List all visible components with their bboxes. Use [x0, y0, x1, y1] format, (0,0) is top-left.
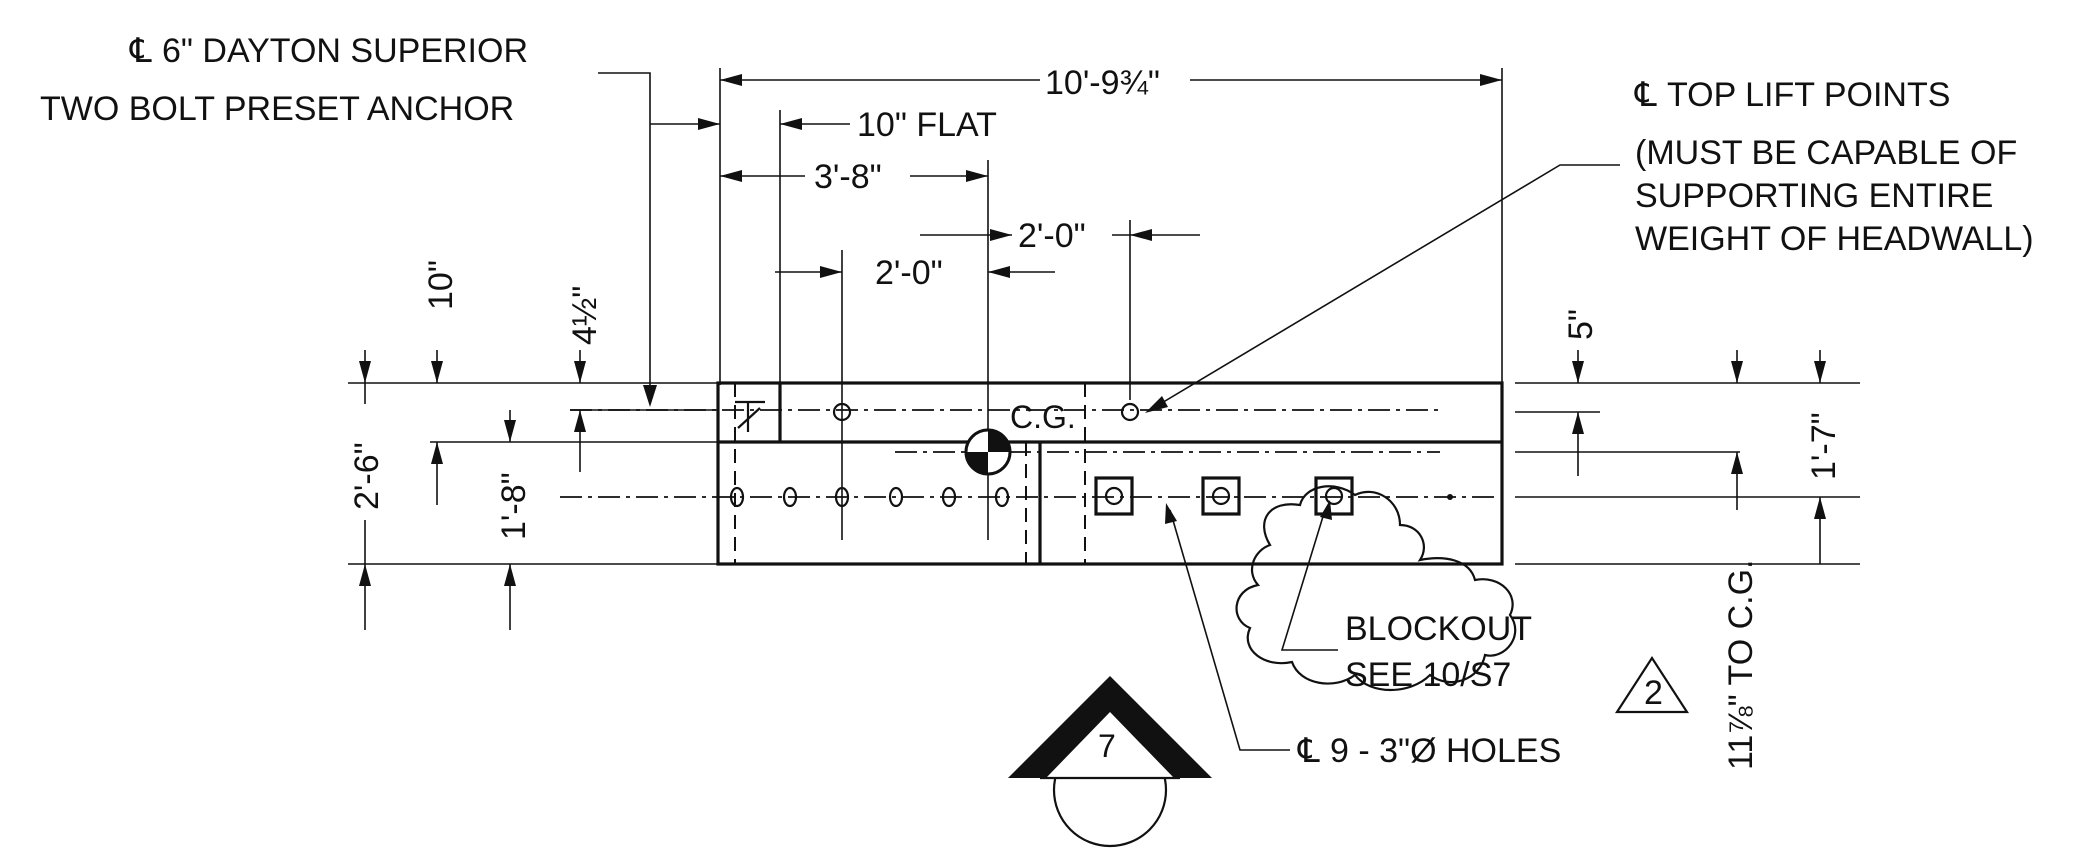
- anchor-note-line1: 6" DAYTON SUPERIOR: [162, 32, 528, 70]
- offset-5-label: 5": [1562, 309, 1600, 340]
- blockout-holes: [1094, 476, 1453, 516]
- preset-anchor-symbol: [735, 400, 765, 432]
- center-of-gravity-symbol: [964, 428, 1012, 476]
- lift-leader-arrow: [1145, 396, 1168, 413]
- cg-distance-dimension: 3'-8": [720, 158, 989, 540]
- centerline-symbol-lift: ℄: [1634, 76, 1657, 114]
- height-total-dimension: 2'-6": [348, 350, 386, 630]
- anchor-note-line2: TWO BOLT PRESET ANCHOR: [40, 90, 514, 128]
- hole-3: [834, 486, 850, 508]
- blockout-leader-line: [1280, 509, 1338, 651]
- depth-4half-label: 4½": [566, 286, 604, 345]
- height-1-8-dimension: 1'-8": [495, 410, 533, 630]
- height-1-8-label: 1'-8": [495, 472, 533, 540]
- blockout-note: BLOCKOUT SEE 10/S7: [1235, 485, 1532, 694]
- lift-points: C.G.: [832, 399, 1140, 435]
- lift-leader-line: [1149, 164, 1620, 411]
- hole-6: [994, 486, 1010, 508]
- depth-4half-dimension: 4½": [566, 286, 718, 472]
- hole-4: [888, 486, 904, 508]
- holes-leader-line: [1169, 509, 1290, 751]
- headwall-outline: [716, 381, 1504, 566]
- blockout-line2: SEE 10/S7: [1345, 656, 1511, 694]
- lift-points-note: ℄ TOP LIFT POINTS (MUST BE CAPABLE OF SU…: [1145, 76, 2034, 413]
- lift-note-title: TOP LIFT POINTS: [1667, 76, 1950, 114]
- centerline-symbol-holes: ℄: [1297, 732, 1320, 770]
- holes-leader-arrow: [1165, 503, 1177, 524]
- lift-note-line2: SUPPORTING ENTIRE: [1635, 177, 1993, 215]
- centerline-symbol: ℄: [129, 32, 152, 70]
- hole-row: [729, 486, 1010, 508]
- flat-label: 10" FLAT: [857, 106, 997, 144]
- lift-spacing-b-label: 2'-0": [1018, 217, 1086, 255]
- overall-length-dimension: 10'-9¾": [719, 64, 1503, 385]
- anchor-leader-arrow: [643, 385, 657, 407]
- overall-length-label: 10'-9¾": [1045, 64, 1160, 102]
- lift-point-2: [1120, 402, 1140, 422]
- lift-spacing-dimension-a: 2'-0": [775, 250, 1055, 540]
- anchor-note: ℄ 6" DAYTON SUPERIOR TWO BOLT PRESET ANC…: [40, 32, 657, 407]
- revision-number: 2: [1644, 674, 1663, 712]
- blockout-leader-arrow: [1320, 500, 1332, 520]
- lift-spacing-a-label: 2'-0": [875, 254, 943, 292]
- lift-spacing-dimension-b: 2'-0": [920, 217, 1200, 400]
- section-number: 7: [1098, 728, 1116, 764]
- cg-offset-label: 11⅞" TO C.G.: [1722, 560, 1760, 771]
- lift-note-line1: (MUST BE CAPABLE OF: [1635, 134, 2017, 172]
- lift-note-line3: WEIGHT OF HEADWALL): [1635, 220, 2034, 258]
- section-marker: 7: [1008, 676, 1212, 848]
- hole-2: [782, 486, 798, 508]
- cg-label: C.G.: [1010, 399, 1076, 435]
- hole-5: [941, 486, 957, 508]
- flat-dimension: 10" FLAT: [650, 106, 997, 395]
- blockout-line1: BLOCKOUT: [1345, 610, 1532, 648]
- anchor-leader-line: [598, 72, 651, 400]
- height-1-7-label: 1'-7": [1805, 412, 1843, 480]
- offset-5-dimension: 5": [1515, 309, 1600, 476]
- height-1-7-dimension: 1'-7": [1515, 350, 1860, 564]
- cg-distance-label: 3'-8": [814, 158, 882, 196]
- depth-10-dimension: 10": [422, 260, 460, 505]
- revision-triangle: 2: [1614, 655, 1690, 714]
- holes-label: 9 - 3"Ø HOLES: [1330, 732, 1561, 770]
- lift-point-1: [832, 402, 852, 422]
- height-total-label: 2'-6": [348, 442, 386, 510]
- holes-note: ℄ 9 - 3"Ø HOLES: [1165, 503, 1561, 770]
- revision-cloud: [1235, 485, 1517, 692]
- cg-offset-dimension: 11⅞" TO C.G.: [1722, 350, 1760, 770]
- depth-10-label: 10": [422, 260, 460, 310]
- hole-1: [729, 486, 745, 508]
